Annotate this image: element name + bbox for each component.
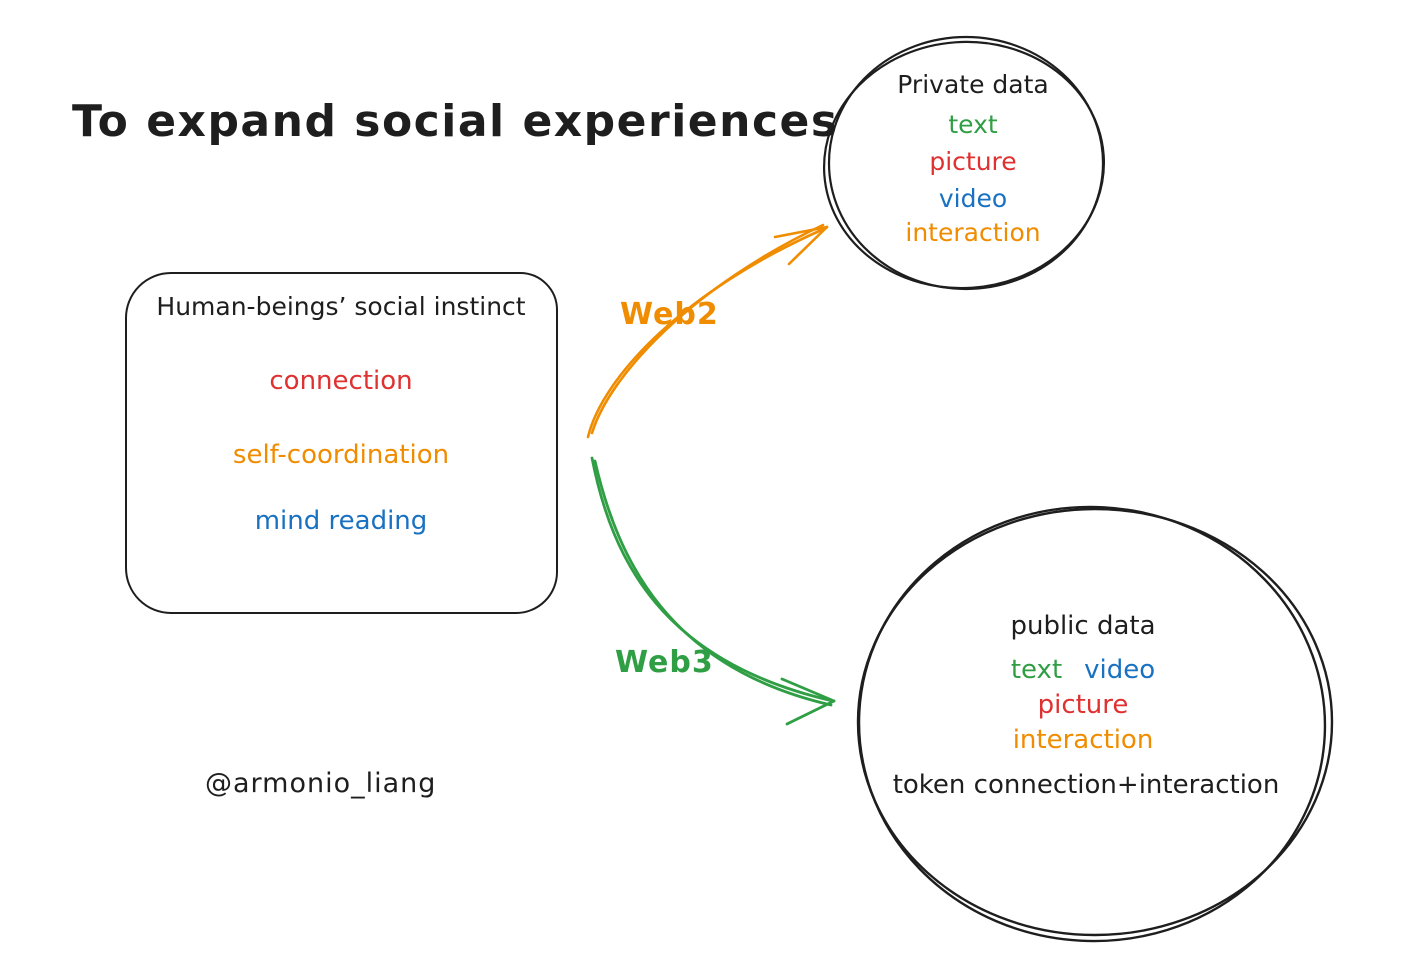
web3-arrow-label: Web3: [615, 645, 714, 680]
public-item-interaction: interaction: [1012, 725, 1154, 755]
web2-arrowhead-lower: [787, 225, 829, 266]
public-data-circle-outline: [856, 505, 1334, 943]
private-item-video: video: [938, 184, 1008, 213]
diagram-title: To expand social experiences: [72, 96, 839, 147]
private-item-interaction: interaction: [905, 218, 1041, 247]
public-item-video: video: [1084, 655, 1156, 685]
instinct-box-title: Human-beings’ social instinct: [156, 292, 526, 321]
web3-arrow: [590, 456, 836, 726]
private-item-text: text: [948, 110, 998, 139]
public-item-text: text: [1010, 655, 1063, 685]
private-item-picture: picture: [929, 147, 1017, 176]
web2-arrowhead-upper: [773, 225, 829, 239]
instinct-box: [125, 272, 558, 614]
web3-arrowhead-lower: [785, 699, 836, 726]
web2-arrow-label: Web2: [620, 297, 719, 332]
private-circle-title: Private data: [897, 70, 1049, 99]
attribution-handle: @armonio_liang: [205, 768, 437, 799]
public-circle-row: text video: [1011, 655, 1155, 685]
instinct-item-mind-reading: mind reading: [254, 506, 428, 536]
web3-arrowhead-upper: [780, 677, 836, 703]
public-item-picture: picture: [1037, 690, 1129, 720]
instinct-item-connection: connection: [269, 366, 413, 396]
public-circle-title: public data: [1010, 611, 1156, 641]
public-circle-footer: token connection+interaction: [892, 770, 1280, 800]
instinct-item-self-coordination: self-coordination: [232, 440, 450, 470]
